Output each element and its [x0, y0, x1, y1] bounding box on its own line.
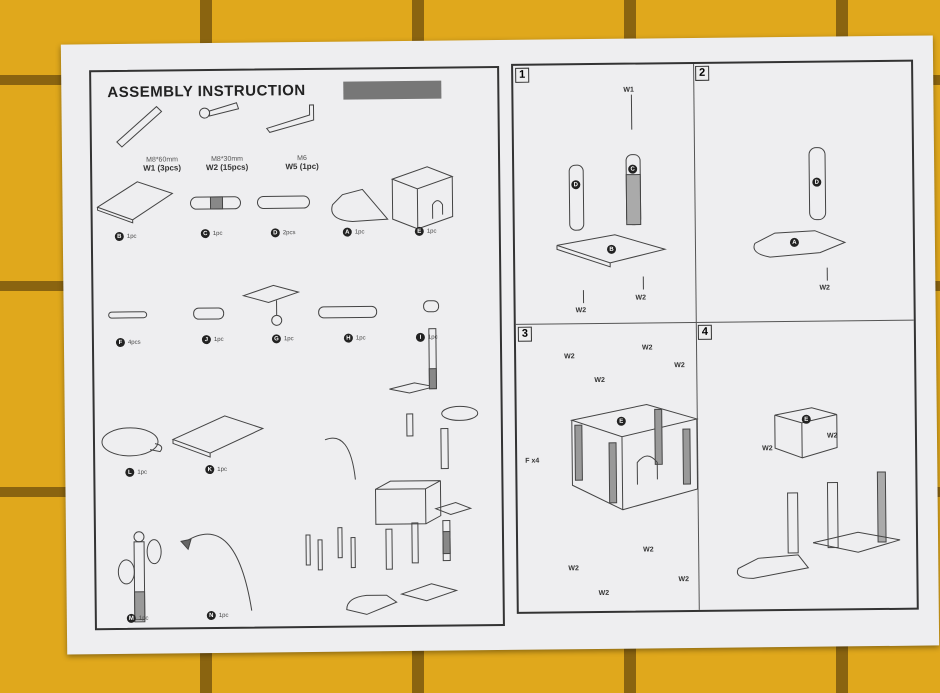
- step4-label: W2: [826, 432, 838, 440]
- part-h: [318, 305, 378, 319]
- step3-label: W2: [674, 362, 685, 370]
- bolt-w1: [116, 105, 163, 148]
- part-d: [256, 195, 310, 209]
- step3-label: W2: [678, 576, 690, 584]
- step2-label: A: [789, 237, 799, 247]
- part-l: [101, 427, 159, 457]
- parts-drawings: [96, 102, 479, 623]
- step3-label: W2: [598, 589, 610, 597]
- exploded-j: [406, 413, 414, 437]
- step4-label: E: [801, 414, 811, 424]
- bolt-w2: [209, 102, 240, 117]
- step1-label: W2: [635, 294, 647, 302]
- exploded-d1: [385, 528, 393, 570]
- exploded-b: [399, 583, 459, 602]
- part-i: [423, 300, 440, 313]
- step3-label: W2: [568, 565, 579, 573]
- step3-label: W2: [643, 546, 654, 554]
- exploded-k: [389, 382, 435, 394]
- step4-label: W2: [762, 445, 773, 453]
- step3-label: F x4: [525, 457, 540, 465]
- exploded-d2: [411, 522, 419, 564]
- step3-label: E: [616, 416, 626, 426]
- part-j: [193, 307, 225, 320]
- step-drawings: [556, 94, 901, 579]
- part-b: [96, 181, 174, 224]
- part-n: [185, 533, 253, 611]
- exploded-a: [346, 594, 398, 615]
- part-a: [331, 188, 389, 223]
- exploded-l: [441, 405, 479, 421]
- part-f: [108, 311, 148, 319]
- exploded-g: [434, 501, 473, 516]
- part-g: [241, 284, 301, 303]
- exploded-h: [440, 428, 449, 470]
- part-e: [390, 166, 454, 230]
- part-k: [171, 415, 265, 458]
- exploded-e: [374, 480, 442, 525]
- step3-label: W2: [564, 353, 575, 361]
- step1-label: W2: [575, 307, 587, 315]
- assembly-steps-panel: 1 2 3 4 W1 D C B W2 W2 D A W2 W2 W2 W2 W…: [511, 59, 919, 614]
- step1-label: B: [606, 244, 617, 254]
- step2-label: D: [812, 177, 822, 187]
- step3-label: W2: [642, 344, 653, 352]
- step2-label: W2: [819, 284, 830, 292]
- step1-label: D: [571, 180, 581, 190]
- step1-label: W1: [623, 86, 634, 94]
- step3-label: W2: [594, 376, 605, 385]
- allen-key-w5: [265, 104, 315, 133]
- exploded-n: [324, 437, 356, 480]
- step1-label: C: [628, 164, 638, 174]
